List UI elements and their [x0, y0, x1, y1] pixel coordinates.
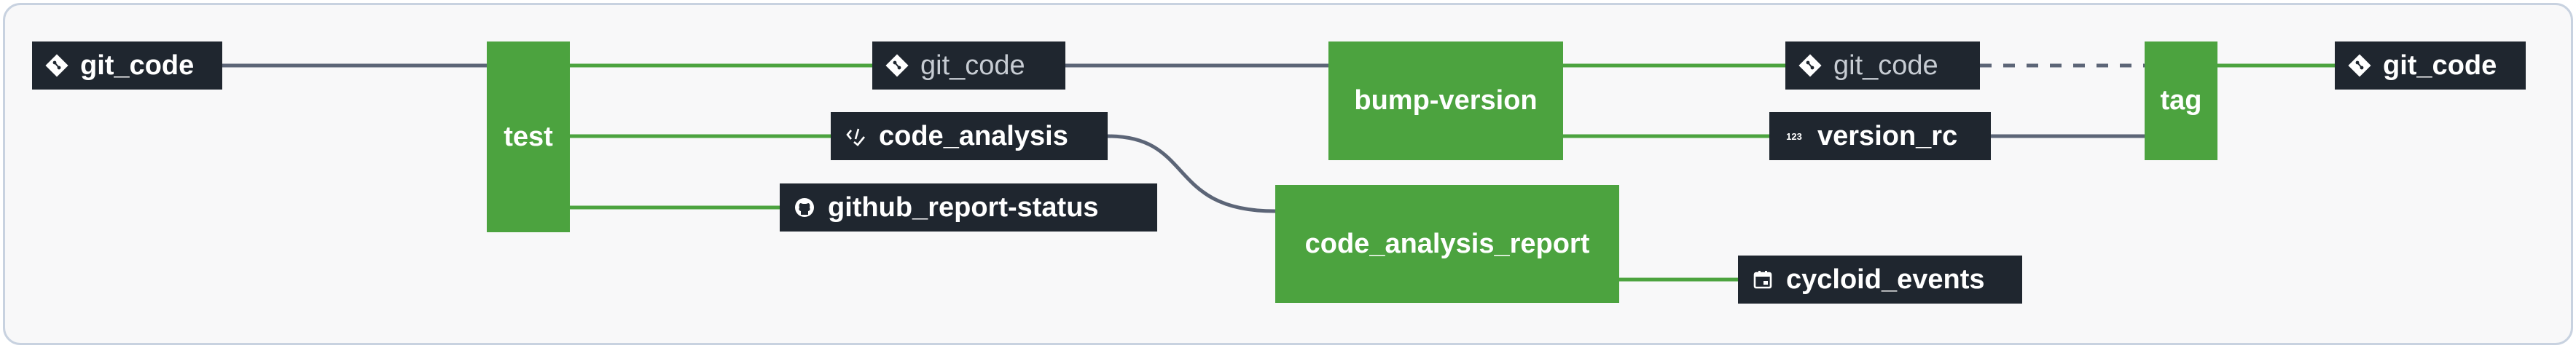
resource-git-code-test-output[interactable]: git_code: [872, 41, 1065, 90]
job-bump-version[interactable]: bump-version: [1328, 41, 1563, 160]
job-label: tag: [2160, 85, 2202, 116]
resource-label: version_rc: [1817, 120, 1958, 151]
resource-label: git_code: [2383, 50, 2497, 81]
git-icon: [45, 54, 68, 77]
number-123-icon: 123: [1786, 131, 1802, 142]
git-icon: [885, 54, 909, 77]
git-icon: [1798, 54, 1822, 77]
resource-git-code-input[interactable]: git_code: [32, 41, 222, 90]
job-code-analysis-report[interactable]: code_analysis_report: [1275, 185, 1619, 303]
job-label: test: [504, 121, 553, 152]
resource-label: github_report-status: [828, 191, 1099, 223]
resource-label: git_code: [80, 50, 195, 81]
job-tag[interactable]: tag: [2145, 41, 2217, 160]
resource-git-code-bump-output[interactable]: git_code: [1785, 41, 1980, 90]
resource-label: git_code: [920, 50, 1025, 81]
git-icon: [2348, 54, 2371, 77]
resource-cycloid-events[interactable]: cycloid_events: [1738, 256, 2022, 304]
code-check-icon: [846, 128, 866, 146]
resource-code-analysis[interactable]: code_analysis: [831, 112, 1108, 160]
calendar-icon: [1753, 271, 1772, 289]
resource-label: git_code: [1833, 50, 1938, 81]
resource-github-report-status[interactable]: github_report-status: [780, 183, 1157, 232]
resource-git-code-final[interactable]: git_code: [2335, 41, 2526, 90]
github-icon: [795, 198, 814, 217]
resource-version-rc[interactable]: 123 version_rc: [1769, 112, 1991, 160]
job-test[interactable]: test: [487, 41, 570, 232]
job-label: code_analysis_report: [1304, 228, 1590, 259]
resource-label: cycloid_events: [1786, 264, 1985, 295]
svg-text:123: 123: [1786, 131, 1802, 142]
resource-label: code_analysis: [879, 120, 1068, 151]
edge-code-analysis-to-report: [1107, 134, 1276, 213]
job-label: bump-version: [1354, 85, 1538, 116]
